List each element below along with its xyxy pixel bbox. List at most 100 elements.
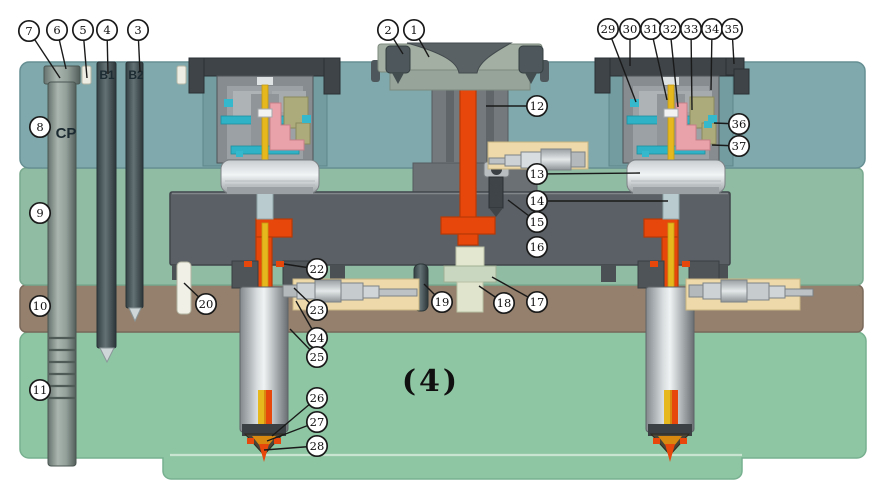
callout-5: 5: [71, 18, 95, 79]
callout-number: 32: [663, 22, 678, 36]
callout-number: 31: [644, 22, 659, 36]
callout-26: 26: [271, 386, 329, 437]
callout-number: 2: [384, 23, 391, 37]
callout-number: 10: [33, 299, 48, 313]
callout-leader-line: [607, 28, 637, 103]
left-heater-connector: [282, 278, 420, 311]
callout-circle: [596, 17, 620, 41]
callout-34: 34: [700, 17, 724, 91]
callout-4: 4: [95, 18, 119, 75]
callout-circle: [305, 410, 329, 434]
callout-circle: [28, 201, 52, 225]
b2-pin-tip: [128, 307, 142, 323]
retainer-clip-right: [176, 65, 187, 85]
callout-circle: [71, 18, 95, 42]
b1-pin: [96, 61, 117, 349]
callout-number: 29: [601, 22, 616, 36]
callout-number: 19: [435, 295, 450, 309]
cp-pin-flange: [43, 65, 81, 85]
callout-circle: [305, 434, 329, 458]
callout-circle: [28, 378, 52, 402]
callout-number: 4: [103, 23, 110, 37]
valve-pin-left: [261, 222, 269, 288]
callout-number: 6: [53, 23, 60, 37]
callout-37: 37: [711, 134, 751, 158]
callout-22: 22: [283, 257, 329, 281]
callout-circle: [95, 18, 119, 42]
callout-number: 9: [36, 206, 43, 220]
callout-17: 17: [491, 276, 549, 314]
callout-number: 37: [732, 139, 747, 153]
callout-circle: [727, 112, 751, 136]
cp-pin-ribs: [49, 336, 75, 400]
callout-circle: [28, 115, 52, 139]
callout-circle: [28, 294, 52, 318]
left-guide-pins: [43, 61, 187, 467]
callout-number: 17: [530, 295, 545, 309]
left-valve-actuator: [188, 57, 341, 164]
callout-number: 3: [134, 23, 141, 37]
part-label-b2: B2: [128, 68, 144, 82]
callout-28: 28: [263, 434, 329, 458]
callout-16: 16: [525, 235, 549, 259]
callout-number: 11: [33, 383, 48, 397]
callout-circle: [126, 18, 150, 42]
callout-number: 28: [310, 439, 325, 453]
callout-12: 12: [486, 94, 549, 118]
callout-leader-line: [536, 172, 641, 175]
nozzle-tip-right: [665, 444, 675, 462]
callout-number: 18: [497, 296, 512, 310]
valve-pin-right: [667, 222, 675, 288]
callout-number: 5: [79, 23, 86, 37]
callout-number: 27: [310, 415, 325, 429]
callout-9: 9: [28, 201, 52, 225]
callout-24: 24: [295, 300, 329, 350]
right-valve-actuator: [594, 57, 750, 164]
actuator-valve-pin: [667, 84, 675, 164]
support-pin: [176, 261, 192, 315]
callout-circle: [194, 292, 218, 316]
callout-circle: [17, 19, 41, 43]
callout-36: 36: [713, 112, 751, 136]
seal-dot: [682, 261, 690, 267]
callout-20: 20: [183, 282, 218, 316]
callout-8: 8: [28, 115, 52, 139]
callout-circle: [720, 17, 744, 41]
callout-circle: [525, 235, 549, 259]
callout-number: 34: [705, 22, 720, 36]
callout-29: 29: [596, 17, 637, 103]
callout-layer: 1234567891011121314151617181920222324252…: [17, 17, 751, 458]
callout-number: 12: [530, 99, 545, 113]
callout-circle: [525, 210, 549, 234]
callout-13: 13: [525, 162, 641, 186]
locating-ring: [371, 42, 549, 91]
b2-pin: [125, 61, 144, 309]
callout-number: 8: [36, 120, 43, 134]
seal-dot: [244, 261, 252, 267]
figure-caption: (4): [402, 364, 460, 399]
nozzle-tip-left: [259, 444, 269, 462]
callout-circle: [305, 345, 329, 369]
right-heater-connector: [685, 278, 814, 311]
callout-7: 7: [17, 19, 61, 79]
callout-35: 35: [720, 17, 744, 65]
callout-number: 30: [623, 22, 638, 36]
callout-33: 33: [679, 17, 703, 111]
sprue-channel: [459, 71, 477, 221]
callout-number: 1: [410, 23, 417, 37]
callout-circle: [305, 386, 329, 410]
callout-number: 15: [530, 215, 545, 229]
callout-number: 20: [199, 297, 214, 311]
seal-dot: [276, 261, 284, 267]
callout-circle: [525, 162, 549, 186]
callout-number: 7: [25, 24, 32, 38]
cp-pin-body: [47, 81, 77, 467]
callout-circle: [430, 290, 454, 314]
callout-number: 36: [732, 117, 747, 131]
support-ring-right: [626, 159, 726, 194]
callout-circle: [305, 298, 329, 322]
callout-leader-line: [669, 28, 679, 108]
callout-2: 2: [376, 18, 404, 55]
